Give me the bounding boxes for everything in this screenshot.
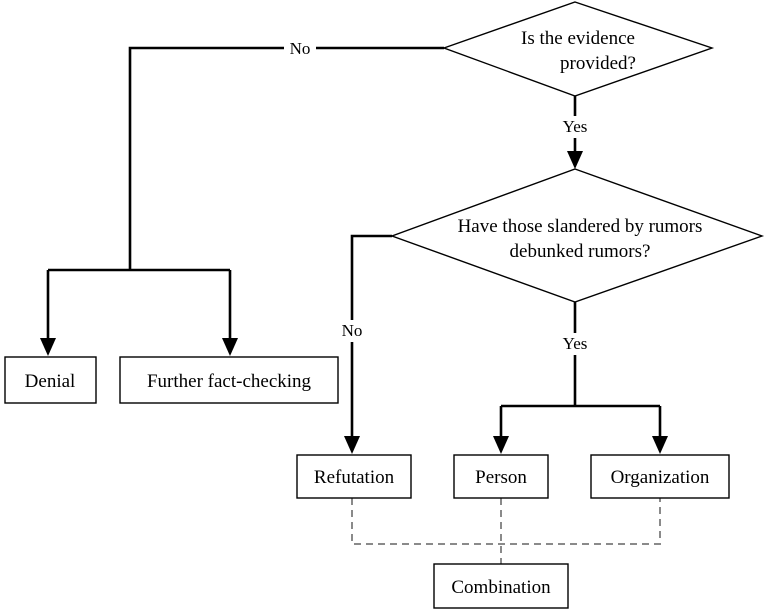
refutation-label: Refutation bbox=[314, 467, 395, 488]
arrowhead-organization bbox=[652, 436, 668, 454]
edge-debunked-no bbox=[350, 234, 392, 438]
diamond-evidence bbox=[441, 1, 715, 97]
arrowhead-further bbox=[222, 338, 238, 356]
box-combination: Combination bbox=[433, 563, 569, 609]
evidence-question-line1: Is the evidence bbox=[521, 28, 635, 49]
dashed-refutation bbox=[351, 498, 661, 545]
box-further-fact-checking: Further fact-checking bbox=[119, 356, 339, 404]
label-evidence-yes: Yes bbox=[563, 117, 588, 136]
arrowhead-refutation bbox=[344, 436, 360, 454]
label-debunked-no: No bbox=[342, 321, 363, 340]
denial-label: Denial bbox=[25, 371, 76, 392]
combination-label: Combination bbox=[451, 577, 551, 598]
decision-debunked: Have those slandered by rumors debunked … bbox=[389, 168, 765, 303]
debunked-question-line2: debunked rumors? bbox=[510, 241, 651, 262]
arrowhead-debunked bbox=[567, 151, 583, 169]
label-evidence-no: No bbox=[290, 39, 311, 58]
box-denial: Denial bbox=[4, 356, 97, 404]
arrowheads bbox=[40, 151, 668, 454]
debunked-question-line1: Have those slandered by rumors bbox=[458, 216, 703, 237]
label-debunked-yes: Yes bbox=[563, 334, 588, 353]
arrowhead-person bbox=[493, 436, 509, 454]
box-person: Person bbox=[453, 454, 549, 499]
edge-labels: No Yes No Yes bbox=[284, 38, 592, 355]
evidence-question-line2: provided? bbox=[560, 53, 636, 74]
person-label: Person bbox=[475, 467, 527, 488]
box-organization: Organization bbox=[590, 454, 730, 499]
combination-connectors bbox=[351, 498, 661, 564]
decision-evidence: Is the evidence provided? bbox=[441, 1, 715, 97]
diamond-debunked bbox=[389, 168, 765, 303]
box-refutation: Refutation bbox=[296, 454, 412, 499]
further-fact-checking-label: Further fact-checking bbox=[147, 371, 312, 392]
arrowhead-denial bbox=[40, 338, 56, 356]
organization-label: Organization bbox=[611, 467, 710, 488]
edge-evidence-no bbox=[128, 46, 444, 270]
